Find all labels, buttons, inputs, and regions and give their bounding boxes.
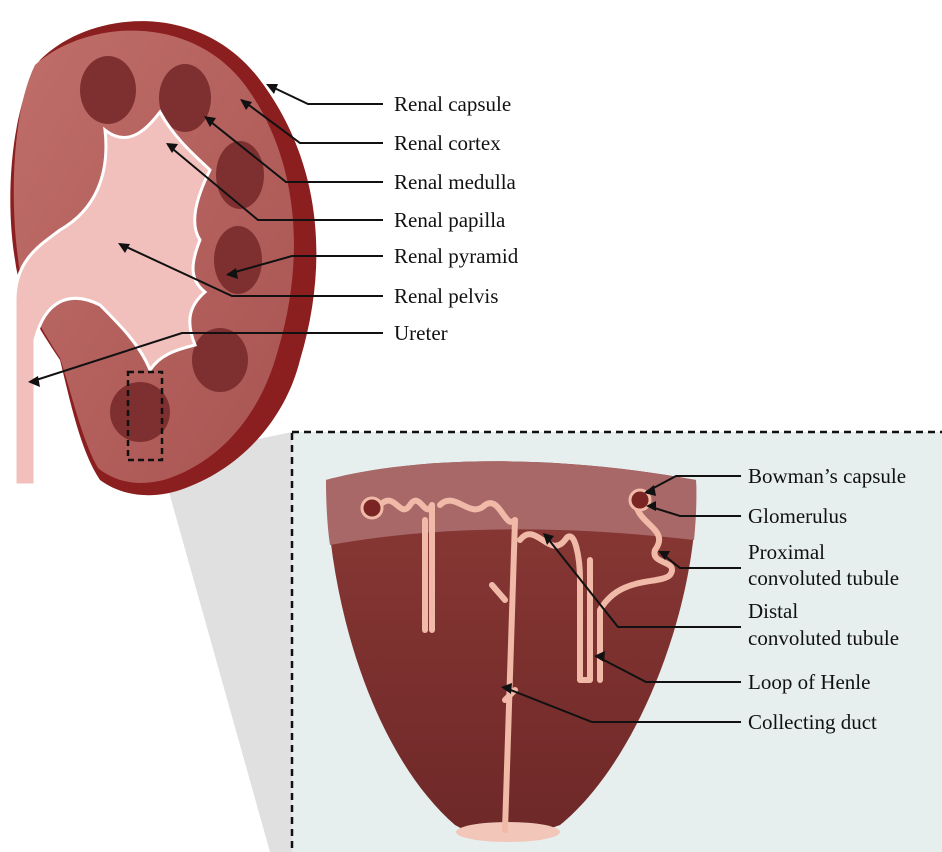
label-proximal-line1: Proximal (748, 540, 825, 564)
label-ureter: Ureter (394, 321, 448, 345)
label-renal-capsule: Renal capsule (394, 92, 511, 116)
label-renal-medulla: Renal medulla (394, 170, 517, 194)
label-renal-pyramid: Renal pyramid (394, 244, 519, 268)
leader-capsule (268, 85, 383, 104)
glomerulus-left (362, 498, 382, 518)
label-bowmans-capsule: Bowman’s capsule (748, 464, 906, 488)
label-renal-pelvis: Renal pelvis (394, 284, 498, 308)
label-loop-of-henle: Loop of Henle (748, 670, 870, 694)
label-distal-line1: Distal (748, 599, 798, 623)
label-renal-papilla: Renal papilla (394, 208, 506, 232)
zoom-projection (160, 432, 292, 852)
label-glomerulus: Glomerulus (748, 504, 847, 528)
label-distal-line2: convoluted tubule (748, 626, 899, 650)
label-collecting-duct: Collecting duct (748, 710, 877, 734)
label-renal-cortex: Renal cortex (394, 131, 501, 155)
label-proximal-line2: convoluted tubule (748, 566, 899, 590)
